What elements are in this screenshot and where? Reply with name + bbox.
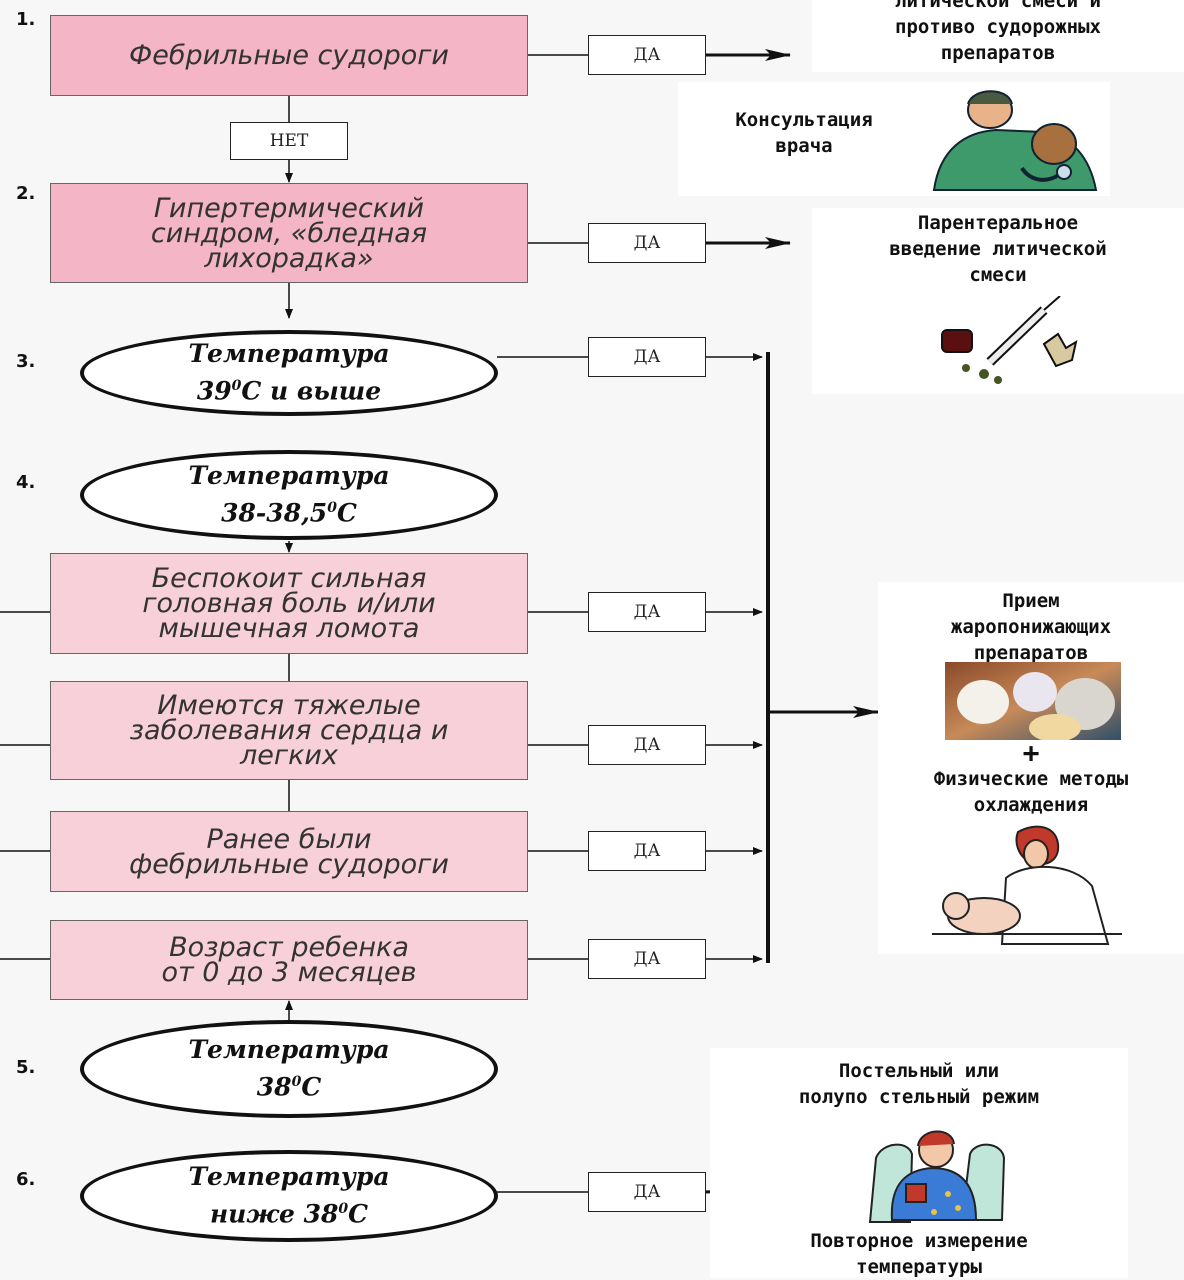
yes-label-1: ДА: [588, 35, 706, 75]
doctor-icon: [932, 90, 1098, 191]
consultation-text: Консультация врача: [735, 109, 873, 157]
step-number-6: 6.: [16, 1169, 36, 1190]
temp-38-38-5-text: Температура 38-38,50C: [188, 461, 390, 528]
hyperthermic-syndrome-box: Гипертермический синдром, «бледная лихор…: [50, 183, 528, 283]
yes-label-3: ДА: [588, 337, 706, 377]
syringe-icon: [941, 296, 1078, 384]
remeasure-text: Повторное измерение температуры: [810, 1230, 1028, 1278]
yes-label-seizures: ДА: [588, 831, 706, 871]
pills-photo-icon: [945, 662, 1121, 740]
yes-label-heart: ДА: [588, 725, 706, 765]
yes-label-age: ДА: [588, 939, 706, 979]
temp-39-text: Температура 390C и выше: [188, 339, 390, 406]
child-in-chair-icon: [868, 1130, 1006, 1223]
no-label: НЕТ: [230, 122, 348, 160]
febrile-seizures-box: Фебрильные судороги: [50, 15, 528, 96]
lytic-mixture-text: литической смеси и противо судорожных пр…: [895, 0, 1101, 64]
physical-cooling-text: Физические методы охлаждения: [933, 768, 1129, 816]
parenteral-text: Парентеральное введение литической смеси: [889, 212, 1107, 286]
lytic-mixture-panel: литической смеси и противо судорожных пр…: [812, 0, 1184, 72]
antipyretic-text: Прием жаропонижающих препаратов: [950, 590, 1112, 664]
step-number-1: 1.: [16, 9, 36, 30]
temp-38-38-5-oval: Температура 38-38,50C: [80, 450, 498, 540]
temp-38-oval: Температура 380C: [80, 1020, 498, 1118]
step-number-5: 5.: [16, 1057, 36, 1078]
yes-label-headache: ДА: [588, 592, 706, 632]
parenteral-panel: Парентеральное введение литической смеси: [812, 208, 1184, 394]
temp-39-oval: Температура 390C и выше: [80, 330, 498, 416]
headache-box: Беспокоит сильная головная боль и/или мы…: [50, 553, 528, 654]
temp-below-38-oval: Температура ниже 380C: [80, 1150, 498, 1242]
prior-seizures-box: Ранее были фебрильные судороги: [50, 811, 528, 892]
yes-label-2: ДА: [588, 223, 706, 263]
temp-38-text: Температура 380C: [188, 1035, 390, 1102]
consultation-panel: Консультация врача: [678, 82, 1110, 196]
antipyretic-panel: Прием жаропонижающих препаратов + Физиче…: [878, 582, 1184, 954]
heart-lung-disease-box: Имеются тяжелые заболевания сердца и лег…: [50, 681, 528, 780]
yes-label-6: ДА: [588, 1172, 706, 1212]
bed-rest-panel: Постельный или полупо стельный режим Пов…: [710, 1048, 1128, 1278]
step-number-3: 3.: [16, 351, 36, 372]
bed-rest-text: Постельный или полупо стельный режим: [798, 1060, 1040, 1108]
infant-age-box: Возраст ребенка от 0 до 3 месяцев: [50, 920, 528, 1000]
step-number-4: 4.: [16, 472, 36, 493]
step-number-2: 2.: [16, 183, 36, 204]
nurse-child-icon: [932, 825, 1122, 945]
plus-sign: +: [1022, 736, 1040, 769]
temp-below-38-text: Температура ниже 380C: [188, 1162, 390, 1229]
